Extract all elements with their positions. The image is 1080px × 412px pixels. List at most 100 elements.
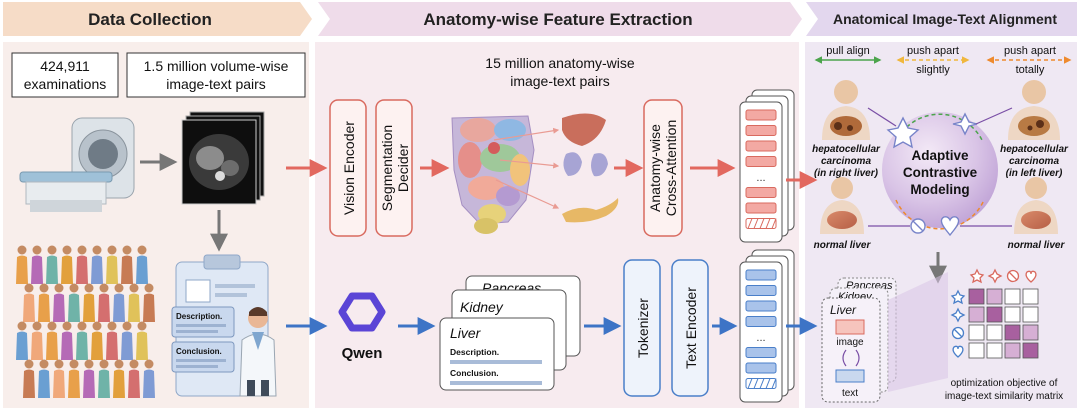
person-head [54,283,64,293]
feature-token [745,285,777,296]
image-feature-stack: ... [739,89,795,243]
push-totally-legend: push apart totally [986,45,1072,76]
person-body [31,255,43,284]
person-body [16,331,28,360]
person-body [128,369,140,398]
feature-token [745,109,777,121]
acm-line1: Adaptive [911,148,969,163]
person-body [23,369,35,398]
person-body [91,331,103,360]
hcc-right-line1: hepatocellular [1000,144,1069,155]
anatomy-pairs-line2: image-text pairs [510,73,610,89]
person-body [106,255,118,284]
feature-token [745,140,777,152]
person-head [144,359,154,369]
person-body [128,293,140,322]
person-head [137,321,147,331]
heart-icon [952,345,964,358]
person-head [69,359,79,369]
person-head [92,245,102,255]
feature-token [745,202,777,214]
person-head [32,245,42,255]
person-head [114,359,124,369]
person-head [129,359,139,369]
feature-hatch [765,378,771,389]
card-kidney-label: Kidney [460,299,504,315]
matrix-cell [986,306,1003,323]
person-body [23,293,35,322]
person-head [54,359,64,369]
feature-hatch [747,378,753,389]
feature-hatch [753,378,759,389]
person-head [144,283,154,293]
hcc-right-line3: (in left liver) [1006,168,1063,179]
person-head [32,321,42,331]
patient-normal-liver-right [1014,177,1058,234]
stack-liver-label: Liver [830,303,857,317]
doctor-icon [239,307,277,397]
push-slightly-label-line1: push apart [907,45,959,57]
tokenizer-label: Tokenizer [635,298,651,358]
hcc-right-line2: carcinoma [1009,156,1059,167]
person-head [129,283,139,293]
person-body [31,331,43,360]
feature-token [745,300,777,312]
population-crowd-icon [16,245,155,398]
person-body [46,255,58,284]
sparkle-icon [950,307,966,323]
person-body [113,369,125,398]
person-head [107,245,117,255]
person-body [53,293,65,322]
feature-hatch [747,218,753,229]
person-head [137,245,147,255]
push-slightly-legend: push apart slightly [896,45,970,76]
star-icon [969,268,985,284]
feature-token [745,125,777,136]
segmentation-label-line2: Decider [395,144,411,193]
push-slightly-label-line2: slightly [916,64,950,76]
feature-token [745,187,777,198]
text-encoder-box: Text Encoder [671,259,709,397]
person-head [92,321,102,331]
person-body [113,293,125,322]
matrix-cell [968,342,985,359]
feature-hatch [771,378,777,389]
cross-attention-label-line2: Cross-Attention [663,120,679,216]
feature-ellipsis: ... [756,172,765,184]
stack-text-label: text [842,388,858,399]
matrix-cell [968,288,985,305]
matrix-cell [1004,342,1021,359]
matrix-cell [968,324,985,341]
segmentation-decider-box: Segmentation Decider [375,99,413,237]
matrix-cell [1004,306,1021,323]
matrix-cell [1004,324,1021,341]
person-head [107,321,117,331]
circle-slash-line [953,328,963,338]
header-title-alignment: Anatomical Image-Text Alignment [833,11,1057,27]
person-body [83,293,95,322]
heart-icon [1025,270,1037,283]
feature-token [745,269,777,281]
person-body [76,255,88,284]
person-body [38,293,50,322]
text-encoder-label: Text Encoder [683,287,699,369]
header-data-collection: Data Collection [3,2,312,36]
person-body [143,369,155,398]
person-body [121,255,133,284]
person-body [136,255,148,284]
matrix-cell [1004,288,1021,305]
matrix-cell [1022,324,1039,341]
person-body [53,369,65,398]
feature-hatch [759,218,765,229]
patient-normal-liver-left [820,177,864,234]
anatomy-pointer-lines [493,127,560,209]
matrix-cell [986,288,1003,305]
person-body [68,293,80,322]
anatomy-pairs-line1: 15 million anatomy-wise [485,55,635,71]
tokenizer-box: Tokenizer [623,259,661,397]
patient-hcc-left-liver [1008,80,1060,140]
push-totally-label-line1: push apart [1004,45,1056,57]
volume-pairs-line1: 1.5 million volume-wise [144,58,289,74]
matrix-caption-line2: image-text similarity matrix [945,391,1063,402]
pull-align-label: pull align [826,45,869,57]
